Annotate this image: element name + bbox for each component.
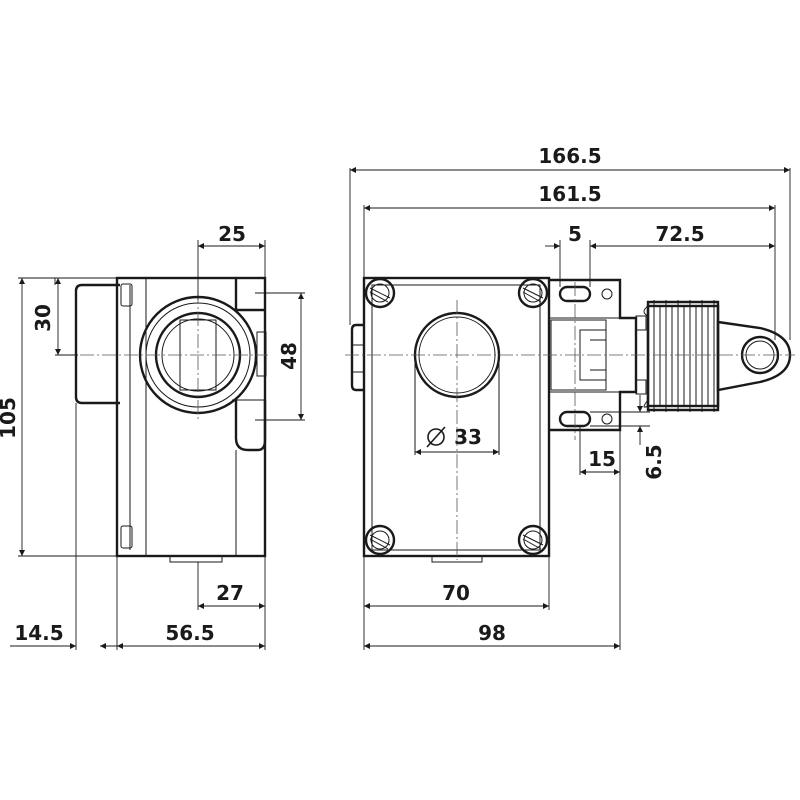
dim-side-width: 56.5 <box>165 621 214 645</box>
dim-overall-length: 166.5 <box>538 144 601 168</box>
side-view <box>58 276 268 563</box>
dim-cap-height: 48 <box>277 342 301 370</box>
screw-bottom-left <box>364 524 396 556</box>
spring-bellows <box>643 300 720 412</box>
eye-bolt <box>716 320 792 392</box>
dim-total-height: 105 <box>0 397 20 439</box>
dim-hole-diameter: 33 <box>454 425 482 449</box>
dim-base-offset: 27 <box>216 581 244 605</box>
dim-housing-width: 70 <box>442 581 470 605</box>
diameter-symbol <box>426 426 446 448</box>
dim-slot-width: 5 <box>568 222 582 246</box>
dimension-labels: 166.5 161.5 5 72.5 25 30 105 48 33 15 6.… <box>0 144 705 645</box>
dim-front-width: 98 <box>478 621 506 645</box>
screw-bottom-right <box>517 524 549 556</box>
dim-cap-offset: 30 <box>31 304 55 332</box>
dim-cap-width: 25 <box>218 222 246 246</box>
dimension-lines <box>10 167 791 650</box>
dim-housing-to-eye: 161.5 <box>538 182 601 206</box>
dim-slot-spacing: 15 <box>588 447 616 471</box>
front-view <box>345 276 795 563</box>
dim-side-depth: 14.5 <box>14 621 63 645</box>
screw-top-right <box>517 277 549 309</box>
dim-slot-height: 6.5 <box>642 444 666 479</box>
dim-eye-offset: 72.5 <box>655 222 704 246</box>
screw-top-left <box>364 277 396 309</box>
